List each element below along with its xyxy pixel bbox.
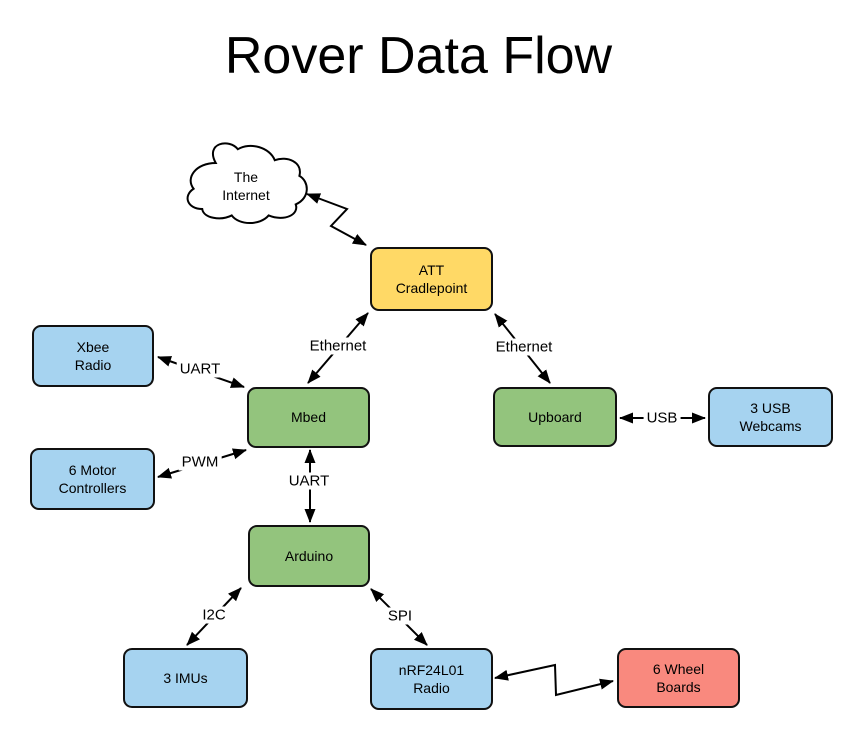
node-upboard: Upboard (493, 387, 617, 447)
node-xbee-radio: Xbee Radio (32, 325, 154, 387)
edge-label-ethernet-right: Ethernet (492, 338, 556, 356)
node-usb-webcams: 3 USB Webcams (708, 387, 833, 447)
edge-label-uart-vertical: UART (285, 472, 333, 490)
edge-label-spi: SPI (384, 607, 416, 625)
node-mbed: Mbed (247, 387, 370, 448)
arrow-internet-cradlepoint (306, 193, 367, 246)
edge-label-ethernet-left: Ethernet (306, 337, 370, 355)
node-att-cradlepoint: ATT Cradlepoint (370, 247, 493, 311)
edge-label-uart-xbee: UART (176, 360, 224, 378)
node-imus: 3 IMUs (123, 648, 248, 708)
node-the-internet-label: The Internet (222, 168, 270, 203)
node-wheel-boards: 6 Wheel Boards (617, 648, 740, 708)
node-nrf24l01-radio: nRF24L01 Radio (370, 648, 493, 710)
diagram-title: Rover Data Flow (224, 27, 613, 85)
internet-cloud-shape (186, 142, 308, 225)
edge-label-usb: USB (643, 409, 681, 427)
node-arduino: Arduino (248, 525, 370, 587)
arrow-nrf-wheelboards (494, 663, 614, 697)
node-motor-controllers: 6 Motor Controllers (30, 448, 155, 510)
edge-label-pwm: PWM (178, 453, 222, 471)
edge-label-i2c: I2C (199, 606, 229, 624)
